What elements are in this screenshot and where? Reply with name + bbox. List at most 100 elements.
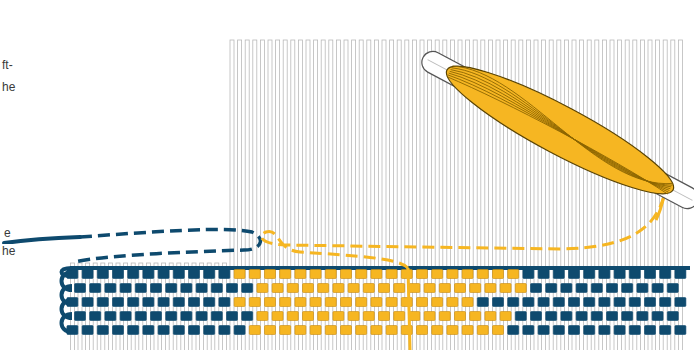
yellow-weft: [462, 270, 473, 279]
warp-thread: [595, 40, 599, 350]
yarn-strand: [446, 62, 675, 195]
warp-thread: [78, 263, 82, 350]
blue-weft: [591, 284, 602, 293]
blue-weft: [576, 312, 587, 321]
yellow-weft: [348, 284, 359, 293]
blue-weft: [569, 326, 580, 335]
blue-weft: [629, 326, 640, 335]
blue-weft: [204, 326, 215, 335]
yellow-weft: [447, 326, 458, 335]
blue-weft: [82, 326, 93, 335]
blue-weft: [584, 326, 595, 335]
yellow-weft: [379, 312, 390, 321]
yellow-weft: [280, 326, 291, 335]
yellow-weft: [386, 270, 397, 279]
blue-weft: [675, 270, 686, 279]
yellow-weft: [493, 326, 504, 335]
warp-thread: [139, 263, 143, 350]
blue-weft: [645, 270, 656, 279]
warp-thread: [276, 40, 280, 350]
yarn-strand: [448, 71, 671, 192]
blue-weft: [120, 312, 131, 321]
warp-thread: [412, 40, 416, 350]
yellow-weft: [265, 326, 276, 335]
warp-thread: [367, 40, 371, 350]
yellow-weft: [265, 298, 276, 307]
blue-weft: [531, 312, 542, 321]
yellow-weft-thread: [656, 196, 664, 220]
yellow-weft: [447, 270, 458, 279]
yellow-weft: [234, 298, 245, 307]
blue-weft: [181, 312, 192, 321]
blue-weft: [97, 270, 108, 279]
yellow-weft: [363, 312, 374, 321]
yarn-strand: [446, 59, 677, 195]
blue-weft: [67, 326, 78, 335]
blue-weft: [90, 312, 101, 321]
yellow-weft: [303, 312, 314, 321]
blue-weft: [508, 326, 519, 335]
blue-weft: [75, 284, 86, 293]
yellow-weft: [371, 326, 382, 335]
warp-thread: [200, 263, 204, 350]
blue-weft: [211, 312, 222, 321]
blue-weft: [637, 312, 648, 321]
blue-weft: [204, 298, 215, 307]
blue-weft: [242, 312, 253, 321]
blue-weft: [196, 284, 207, 293]
blue-weft: [538, 298, 549, 307]
warp-thread: [564, 40, 568, 350]
caption-fragment: ft-: [1, 58, 14, 72]
yellow-weft: [325, 326, 336, 335]
yarn-strand: [447, 73, 670, 194]
blue-weft: [166, 312, 177, 321]
warp-thread: [397, 40, 401, 350]
yellow-weft: [318, 312, 329, 321]
blue-weft: [607, 284, 618, 293]
blue-weft: [189, 326, 200, 335]
warp-thread: [443, 40, 447, 350]
warp-threads: [70, 40, 682, 350]
blue-weft: [523, 270, 534, 279]
blue-weft: [660, 298, 671, 307]
yellow-weft: [249, 326, 260, 335]
blue-weft: [90, 284, 101, 293]
blue-weft: [607, 312, 618, 321]
blue-weft: [599, 298, 610, 307]
blue-weft: [493, 298, 504, 307]
blue-weft: [135, 312, 146, 321]
bobbin: [412, 36, 694, 224]
blue-weft: [158, 298, 169, 307]
yellow-weft: [257, 284, 268, 293]
blue-weft: [546, 312, 557, 321]
yellow-weft: [341, 270, 352, 279]
yellow-weft: [295, 270, 306, 279]
yellow-weft: [500, 312, 511, 321]
blue-weft: [97, 298, 108, 307]
blue-weft: [667, 312, 678, 321]
blue-weft: [105, 312, 116, 321]
yellow-weft: [386, 326, 397, 335]
blue-weft: [599, 270, 610, 279]
yellow-weft: [280, 270, 291, 279]
blue-weft: [151, 312, 162, 321]
yellow-weft: [394, 284, 405, 293]
yellow-weft: [432, 298, 443, 307]
blue-weft: [538, 270, 549, 279]
yellow-weft: [265, 270, 276, 279]
warp-thread: [382, 40, 386, 350]
yellow-weft: [348, 312, 359, 321]
warp-thread: [336, 40, 340, 350]
blue-weft: [97, 326, 108, 335]
yellow-weft: [341, 298, 352, 307]
warp-thread: [321, 40, 325, 350]
yarn-strand: [448, 69, 672, 193]
warp-thread: [124, 263, 128, 350]
blue-weft: [576, 284, 587, 293]
blue-weft: [561, 312, 572, 321]
blue-weft: [675, 298, 686, 307]
yellow-weft: [462, 298, 473, 307]
yellow-weft: [485, 312, 496, 321]
yellow-weft: [394, 312, 405, 321]
